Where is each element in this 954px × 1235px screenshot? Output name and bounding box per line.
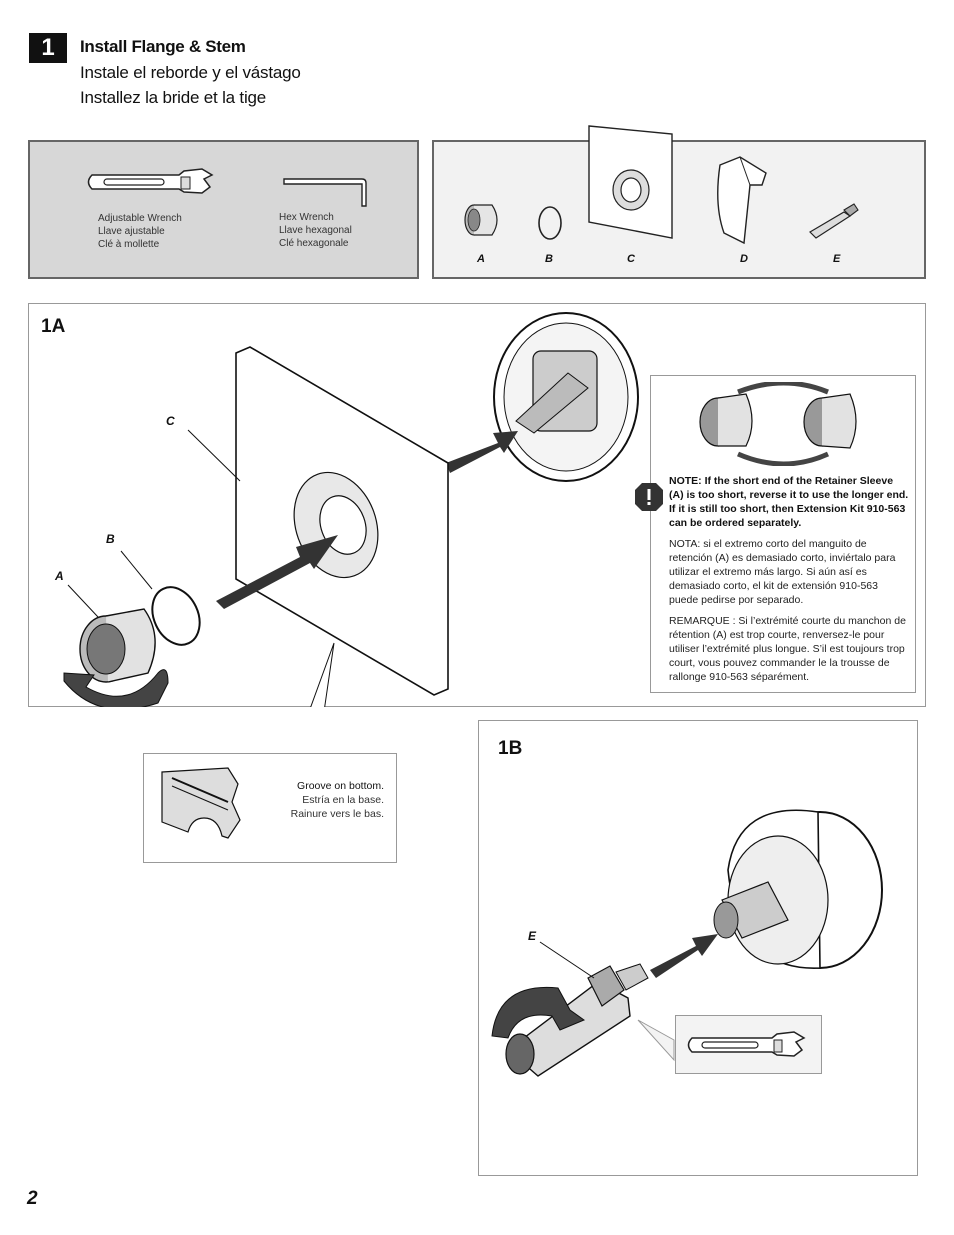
o-ring-icon <box>538 206 562 240</box>
tool-hex-wrench-label: Hex Wrench Llave hexagonal Clé hexagonal… <box>279 211 352 250</box>
panel-1a-illustration <box>63 312 639 707</box>
panel-1b-title: 1B <box>498 738 523 759</box>
panel-1a-title: 1A <box>41 316 66 337</box>
callout-a: A <box>55 569 64 583</box>
groove-text-es: Estría en la base. <box>302 794 384 806</box>
part-label-c: C <box>627 253 635 265</box>
adjustable-wrench-icon <box>87 168 214 194</box>
callout-e: E <box>528 929 537 943</box>
tools-panel <box>28 140 419 279</box>
panel-1b-illustration <box>491 809 883 1077</box>
step-title-es: Instale el reborde y el vástago <box>80 63 301 82</box>
tool-label-en: Hex Wrench <box>279 212 334 223</box>
adjustable-wrench-icon <box>687 1031 806 1057</box>
parts-panel <box>432 140 926 279</box>
groove-text-en: Groove on bottom. <box>297 780 384 792</box>
note-text-fr: REMARQUE : Si l’extrémité courte du manc… <box>669 615 906 683</box>
reverse-sleeve-illustration <box>699 382 857 466</box>
warning-icon <box>635 483 663 511</box>
groove-detail-illustration <box>161 767 241 839</box>
handle-icon <box>717 156 767 245</box>
retainer-sleeve-icon <box>464 204 498 236</box>
flange-icon <box>588 125 673 239</box>
part-label-b: B <box>545 253 553 265</box>
part-label-a: A <box>477 253 485 265</box>
tool-label-es: Llave hexagonal <box>279 225 352 236</box>
tool-label-fr: Clé hexagonale <box>279 238 349 249</box>
stem-extension-icon <box>809 203 859 239</box>
page-number: 2 <box>27 1188 38 1209</box>
part-label-e: E <box>833 253 841 265</box>
tool-label-es: Llave ajustable <box>98 226 165 237</box>
note-box <box>650 375 916 693</box>
tool-adjustable-wrench-label: Adjustable Wrench Llave ajustable Clé à … <box>98 212 182 251</box>
step-title: Install Flange & Stem <box>80 37 246 56</box>
note-text-es: NOTA: si el extremo corto del manguito d… <box>669 538 896 606</box>
tool-label-en: Adjustable Wrench <box>98 213 182 224</box>
step-number-badge: 1 <box>29 33 67 63</box>
part-label-d: D <box>740 253 748 265</box>
callout-c: C <box>166 414 175 428</box>
groove-text: Groove on bottom. Estría en la base. Rai… <box>286 779 384 821</box>
groove-text-fr: Rainure vers le bas. <box>290 808 384 820</box>
tool-label-fr: Clé à mollette <box>98 239 160 250</box>
step-title-fr: Installez la bride et la tige <box>80 88 267 107</box>
hex-wrench-icon <box>283 178 367 207</box>
callout-b: B <box>106 532 115 546</box>
note-text-en: NOTE: If the short end of the Retainer S… <box>669 475 909 529</box>
